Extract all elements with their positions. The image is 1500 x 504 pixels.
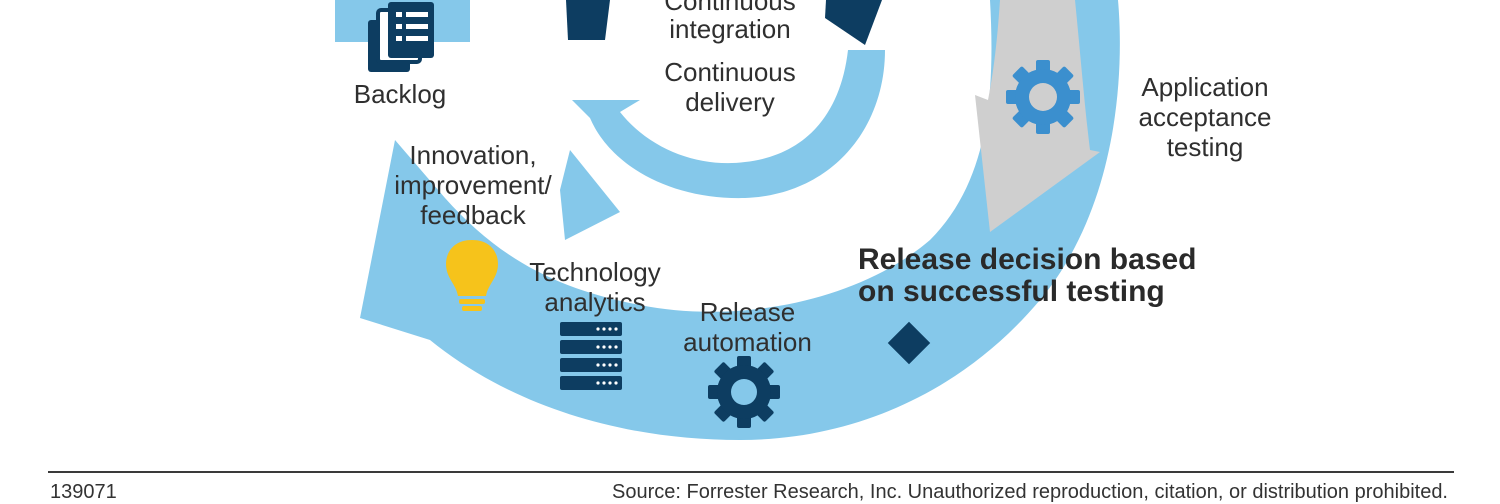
acceptance-gear-icon (1006, 60, 1080, 134)
label-release-automation: Release automation (683, 297, 812, 357)
label-application-acceptance: Application acceptance testing (1138, 72, 1272, 162)
source-note: Source: Forrester Research, Inc. Unautho… (612, 481, 1448, 503)
integration-arc-right (825, 0, 882, 45)
outer-cycle-ring (360, 0, 1120, 440)
label-continuous-delivery: Continuous delivery (664, 57, 796, 117)
lightbulb-icon (446, 240, 498, 311)
figure-id: 139071 (50, 481, 117, 503)
release-automation-gear-icon (708, 356, 780, 428)
inner-delivery-ring (572, 50, 885, 199)
label-innovation: Innovation, improvement/ feedback (394, 140, 552, 230)
label-backlog: Backlog (353, 79, 447, 109)
devops-cycle-diagram (335, 0, 1120, 440)
document-stack-icon (368, 2, 434, 72)
label-technology-analytics: Technology analytics (529, 257, 661, 317)
integration-arc-left (566, 0, 610, 40)
label-continuous-top: Continuous (664, 0, 796, 16)
footer-divider (48, 471, 1454, 473)
label-release-decision: Release decision based on successful tes… (858, 243, 1197, 308)
innovation-arrowhead (560, 150, 620, 240)
label-integration: integration (669, 14, 791, 44)
server-rack-icon (560, 322, 622, 390)
